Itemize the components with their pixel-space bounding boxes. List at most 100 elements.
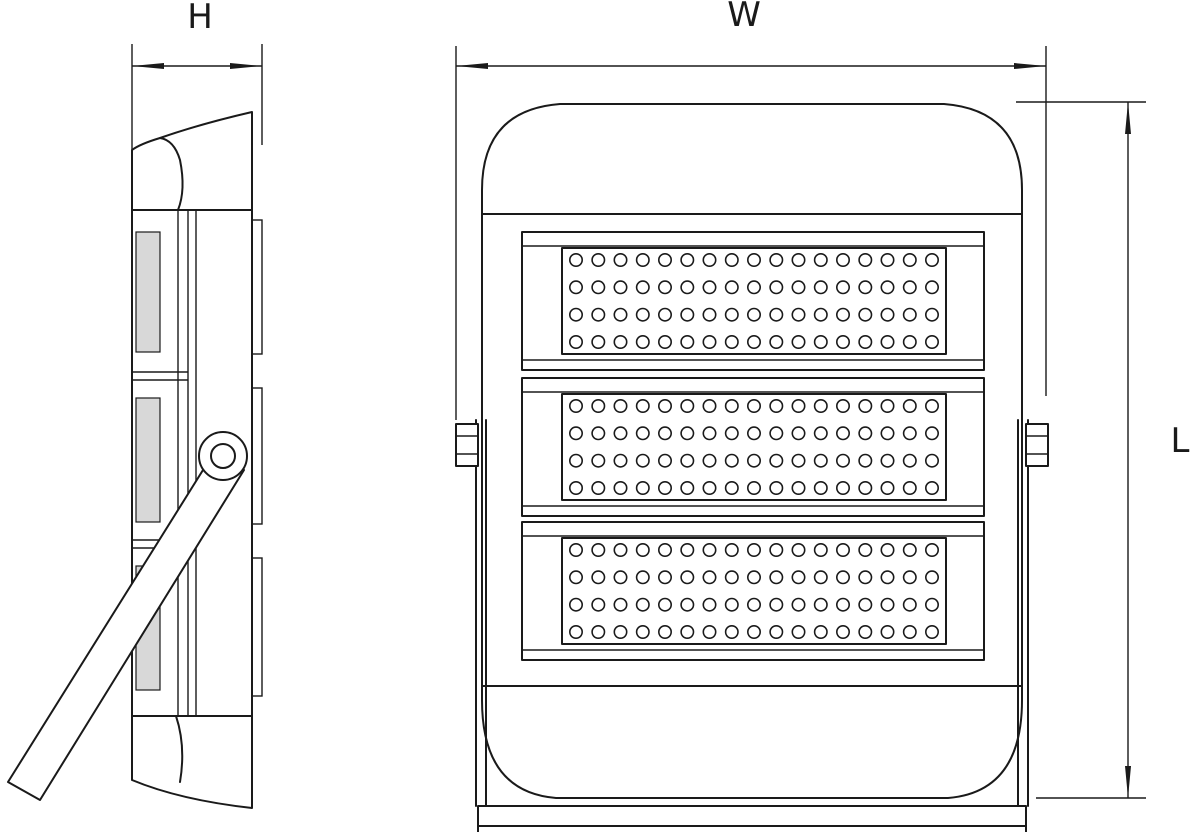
led-dot [635,280,650,295]
led-dot [702,334,717,349]
led-dot [858,398,873,413]
led-dot [657,570,672,585]
led-dot [591,398,606,413]
led-dot [613,398,628,413]
led-dot [613,570,628,585]
led-dot [769,398,784,413]
led-dot [657,542,672,557]
led-dot [635,624,650,639]
led-dot [835,542,850,557]
led-dot [769,453,784,468]
led-dot [835,624,850,639]
led-dot [568,334,583,349]
led-dot [769,624,784,639]
led-dot [635,597,650,612]
led-dot [835,597,850,612]
led-dot [924,570,939,585]
led-dot [568,453,583,468]
led-dot [724,597,739,612]
led-dot [591,334,606,349]
led-dot [613,426,628,441]
led-dot [746,253,761,268]
led-dot [613,280,628,295]
led-dot [924,307,939,322]
led-dot [568,570,583,585]
led-dot [924,253,939,268]
led-dot [835,426,850,441]
led-dot [680,542,695,557]
led-dot [702,597,717,612]
led-dot [657,453,672,468]
led-dot [635,307,650,322]
led-dot [880,334,895,349]
led-dot [858,480,873,495]
led-dot [591,253,606,268]
led-dot [591,453,606,468]
front-pivot-bolt-left [455,423,479,467]
led-dot [613,542,628,557]
led-dot [680,307,695,322]
led-dot [924,398,939,413]
led-dot [835,334,850,349]
led-module [521,231,985,371]
led-dot [791,334,806,349]
led-dot [791,398,806,413]
led-dot [858,426,873,441]
led-dot [702,542,717,557]
led-dot [568,480,583,495]
led-dot [769,426,784,441]
led-dot [924,624,939,639]
led-dot [657,307,672,322]
led-dot [702,570,717,585]
led-dot [635,453,650,468]
led-dot [680,453,695,468]
led-dot [568,307,583,322]
led-dot [880,398,895,413]
led-dot [858,597,873,612]
led-dot [858,253,873,268]
led-dot [657,280,672,295]
led-dot [568,398,583,413]
led-dot [791,570,806,585]
led-dot [902,597,917,612]
side-view: H [7,0,263,809]
led-dot [657,334,672,349]
led-dot [902,426,917,441]
led-dot [746,597,761,612]
led-dot [813,426,828,441]
led-dot [591,480,606,495]
led-module [521,521,985,661]
led-dot [835,253,850,268]
led-dot [769,253,784,268]
side-housing-outline [131,111,253,809]
front-view: W L [455,0,1190,832]
led-dot [880,426,895,441]
led-dot [769,570,784,585]
led-dot [680,597,695,612]
led-dot [902,307,917,322]
led-dot [724,624,739,639]
led-dot [568,280,583,295]
led-dot [702,480,717,495]
led-dot [880,280,895,295]
led-dot [858,280,873,295]
led-dot [746,398,761,413]
led-dot [902,570,917,585]
led-dot [902,453,917,468]
led-dot [880,570,895,585]
led-dot [746,334,761,349]
led-dot [635,542,650,557]
led-dot [769,307,784,322]
led-dot [680,398,695,413]
led-dot [858,542,873,557]
led-dot [769,480,784,495]
side-mounting-bracket [7,431,248,801]
dimension-label-h: H [187,0,213,37]
led-dot [680,280,695,295]
led-dot [791,624,806,639]
led-dot [835,398,850,413]
led-dot [791,280,806,295]
led-dot [657,398,672,413]
led-dot [613,253,628,268]
